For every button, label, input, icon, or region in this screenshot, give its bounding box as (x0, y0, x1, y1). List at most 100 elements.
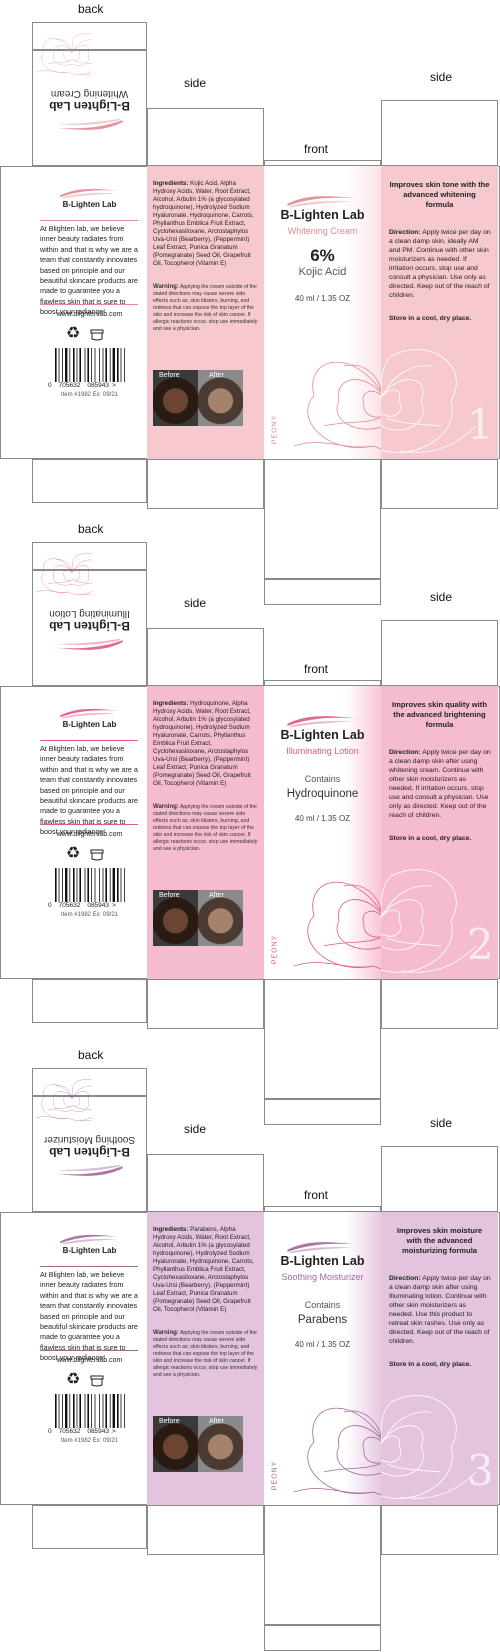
barcode-digits-left: 0 (48, 382, 52, 389)
front-flower (274, 1372, 381, 1505)
contains-label: Contains (304, 774, 341, 784)
peony-flower-illustration (381, 1395, 477, 1499)
flap-brand-name: B-Lighten Lab (49, 1145, 130, 1159)
flap-flower (32, 1068, 92, 1124)
tuck-flap (32, 22, 147, 50)
front-bottom-flap (264, 1505, 381, 1625)
swoosh-logo-mark (60, 188, 118, 199)
back-divider-top (40, 220, 138, 221)
peony-label: PEONY (271, 1460, 279, 1491)
front-top-flap (264, 1206, 381, 1212)
peony-flower-illustration (293, 361, 381, 450)
front-top-flap (264, 680, 381, 686)
about-text: At Blighten lab, we believe inner beauty… (40, 744, 138, 837)
volume-text: 40 ml / 1.35 OZ (294, 1340, 351, 1349)
box-number: 2 (467, 920, 494, 969)
after-face-image (198, 370, 243, 426)
front-logo (276, 1240, 366, 1259)
barcode-digits-mid2: 085943 (87, 1428, 110, 1435)
website-link[interactable]: www.blightenlab.com (56, 311, 123, 318)
side-bottom-flap-left (147, 459, 264, 509)
side-bottom-flap-right (381, 459, 498, 509)
item-number: Item #1982 Ex: 09/21 (60, 1438, 119, 1444)
before-face-image (153, 1416, 198, 1472)
website-link[interactable]: www.blightenlab.com (56, 1357, 123, 1364)
barcode-digits-left: 0 (48, 902, 52, 909)
peony-flower-illustration (381, 869, 477, 973)
before-after-photo: Before After (153, 1416, 243, 1472)
after-face-image (198, 890, 243, 946)
after-label: After (209, 1418, 224, 1425)
ingredients-text: Hydroquinone, Alpha Hydroxy Acids, Water… (153, 700, 251, 787)
recycle-icon: ♻ (66, 325, 81, 342)
swoosh-logo-mark (287, 716, 355, 728)
side-panel-ingredients: Ingredients: Kojic Acid, Alpha Hydroxy A… (147, 166, 264, 459)
warning-text: Applying the cream outside of the stated… (153, 1330, 258, 1378)
barcode-digits-mid1: 705632 (58, 382, 81, 389)
ingredients-block: Ingredients: Hydroquinone, Alpha Hydroxy… (153, 700, 259, 788)
side-flower (381, 1372, 491, 1505)
peony-label: PEONY (271, 414, 279, 445)
direction-text: Apply twice per day on a clean damp skin… (389, 749, 491, 819)
side-flower (381, 326, 491, 459)
flap-product-name: Whitening Cream (50, 88, 129, 99)
ingredients-label: Ingredients: (153, 1226, 189, 1233)
ingredients-label: Ingredients: (153, 180, 189, 187)
warning-block: Warning: Applying the cream outside of t… (153, 284, 259, 333)
direction-block: Direction: Apply twice per day on a clea… (389, 1274, 491, 1346)
flap-swoosh (55, 113, 125, 132)
back-bottom-flap (32, 459, 147, 503)
direction-text: Apply twice per day on a clean damp skin… (389, 229, 491, 299)
back-bottom-flap (32, 979, 147, 1023)
headline: Improves skin quality with the advanced … (392, 700, 487, 729)
barcode (54, 348, 126, 382)
flap-flower (32, 542, 92, 598)
direction-label: Direction: (389, 1275, 421, 1282)
before-face-image (153, 370, 198, 426)
swoosh-logo-mark (287, 196, 355, 208)
before-label: Before (159, 372, 180, 379)
active-ingredient: Parabens (297, 1314, 348, 1326)
recycle-icon: ♻ (66, 1371, 81, 1388)
warning-text: Applying the cream outside of the stated… (153, 804, 258, 852)
ingredients-block: Ingredients: Kojic Acid, Alpha Hydroxy A… (153, 180, 259, 268)
box-number: 1 (467, 400, 494, 449)
ingredients-block: Ingredients: Parabens, Alpha Hydroxy Aci… (153, 1226, 259, 1314)
flap-flower (32, 22, 92, 78)
flap-product-name: Soothing Moisturizer (43, 1134, 136, 1145)
jar-icon (90, 1374, 104, 1387)
side-panel-ingredients: Ingredients: Hydroquinone, Alpha Hydroxy… (147, 686, 264, 979)
back-divider-top (40, 1266, 138, 1267)
side-panel-ingredients: Ingredients: Parabens, Alpha Hydroxy Aci… (147, 1212, 264, 1505)
ingredients-text: Parabens, Alpha Hydroxy Acids, Water, Ro… (153, 1226, 254, 1313)
label-side-right: side (430, 590, 453, 604)
side-flower (381, 846, 491, 979)
direction-label: Direction: (389, 749, 421, 756)
before-after-photo: Before After (153, 370, 243, 426)
peony-flower-illustration (293, 1407, 381, 1496)
label-front: front (304, 142, 329, 156)
website-link[interactable]: www.blightenlab.com (56, 831, 123, 838)
barcode-digits-mid2: 085943 (87, 382, 110, 389)
warning-label: Warning: (153, 1330, 179, 1336)
back-divider-bottom (40, 1350, 138, 1351)
side-panel-directions: Improves skin tone with the advanced whi… (381, 166, 498, 459)
after-label: After (209, 372, 224, 379)
before-label: Before (159, 1418, 180, 1425)
barcode-digits-left: 0 (48, 1428, 52, 1435)
front-top-flap (264, 160, 381, 166)
label-front: front (304, 1188, 329, 1202)
before-face-image (153, 890, 198, 946)
about-text: At Blighten lab, we believe inner beauty… (40, 224, 138, 317)
warning-text: Applying the cream outside of the stated… (153, 284, 258, 332)
label-side-right: side (430, 1116, 453, 1130)
